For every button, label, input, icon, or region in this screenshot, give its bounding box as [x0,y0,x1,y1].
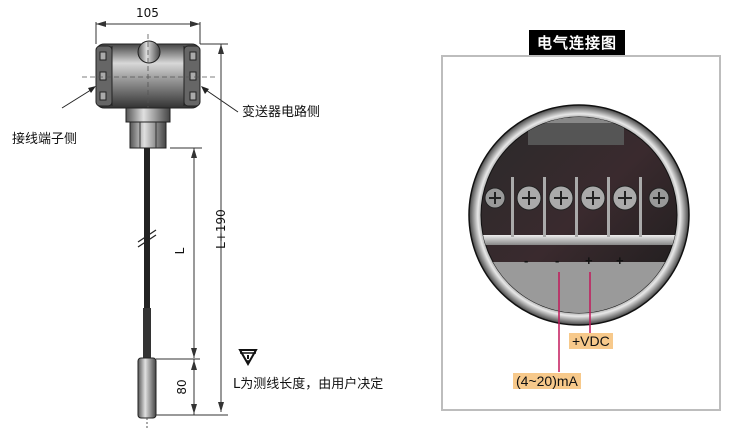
terminal-sign-1: - [524,253,529,268]
warning-triangle-icon [238,349,258,366]
dim-probe-length: 80 [175,379,189,395]
label-electronics-side: 变送器电路侧 [242,105,321,120]
terminal-posts [511,177,642,237]
transmitter-drawing: 105 L+190 L 80 接线端子侧 变送器电路侧 L为测线长度，由用户决定 [12,6,384,428]
terminal-sign-2: - [555,253,560,268]
vdc-tag: +VDC [569,333,613,349]
terminal-block-illustration [468,104,690,372]
wiring-diagram-title: 电气连接图 [529,30,626,55]
dim-width-105: 105 [136,6,159,20]
terminal-screws [484,185,670,211]
current-loop-tag: (4~20)mA [513,373,581,389]
label-terminal-side: 接线端子侧 [12,132,78,147]
terminal-sign-4: + [616,253,624,268]
terminal-sign-3: + [585,253,593,268]
dim-total-length: L+190 [214,209,228,249]
note-length-user-defined: L为测线长度，由用户决定 [233,377,384,392]
transmitter-outline-svg [61,21,239,428]
dim-cable-length: L [173,247,187,255]
wiring-diagram-panel: - - + + +VDC (4~20)mA [441,55,721,411]
